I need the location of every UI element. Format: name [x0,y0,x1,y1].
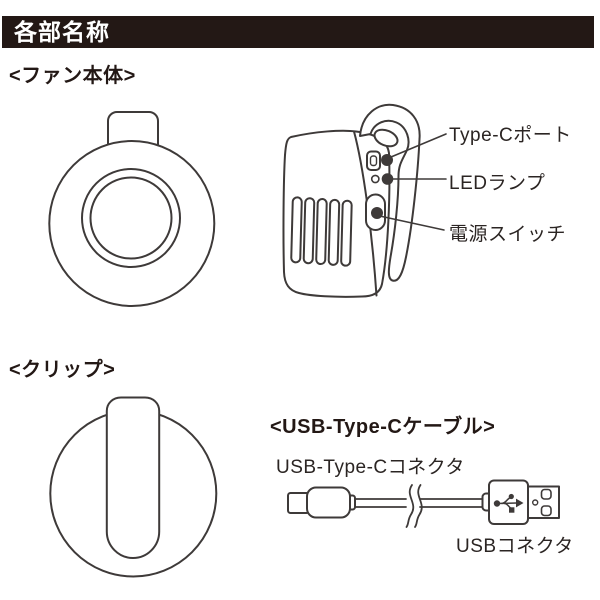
vent-slot [290,196,303,264]
cable-line-right [419,498,485,508]
clip-arm-shape [105,396,161,559]
usb-a-shell-hole [540,505,552,517]
cable-section-heading: <USB-Type-Cケーブル> [270,416,496,438]
type-c-port-shape [366,150,381,171]
cable-break-wave [405,484,415,528]
power-switch-callout-dot [371,207,383,219]
type-c-port-leader-line [390,133,447,158]
fan-body-section-heading: <ファン本体> [9,65,136,87]
usb-a-shell-dot [532,499,539,506]
clip-drawing [49,396,218,578]
vent-slot [302,197,316,265]
fan-front-drawing [48,111,216,307]
vent-slot [340,199,353,267]
vent-slots [290,196,353,267]
vent-slot [327,198,341,266]
page-title: 各部名称 [2,16,594,48]
usb-cable-drawing [287,479,560,528]
power-switch-label: 電源スイッチ [449,224,567,245]
led-lamp-callout-dot [381,173,394,185]
fan-body-outline [48,140,216,307]
clip-section-heading: <クリップ> [9,359,116,381]
power-switch-leader-line [381,215,445,231]
usb-type-c-connector-label: USB-Type-Cコネクタ [276,457,465,478]
type-c-port-callout-dot [381,154,393,166]
vent-slot [315,198,328,266]
fan-side-drawing [282,103,447,298]
led-lamp-label: LEDランプ [449,173,546,194]
usb-trident-icon [493,493,524,513]
cable-line-left [353,498,407,508]
type-c-plug-body-shape [306,486,351,519]
type-c-port-inner [369,155,378,167]
type-c-plug-tip-shape [287,492,310,514]
type-c-port-label: Type-Cポート [449,125,572,146]
usb-a-shell-hole [540,488,552,500]
clip-hook-shape [359,103,421,282]
fan-ring-inner [89,176,173,260]
fan-ring-outer [81,168,181,268]
led-lamp-shape [370,174,380,184]
clip-hinge-shape [373,128,399,148]
cable-break-wave [414,484,423,528]
usb-connector-label: USBコネクタ [456,536,574,557]
